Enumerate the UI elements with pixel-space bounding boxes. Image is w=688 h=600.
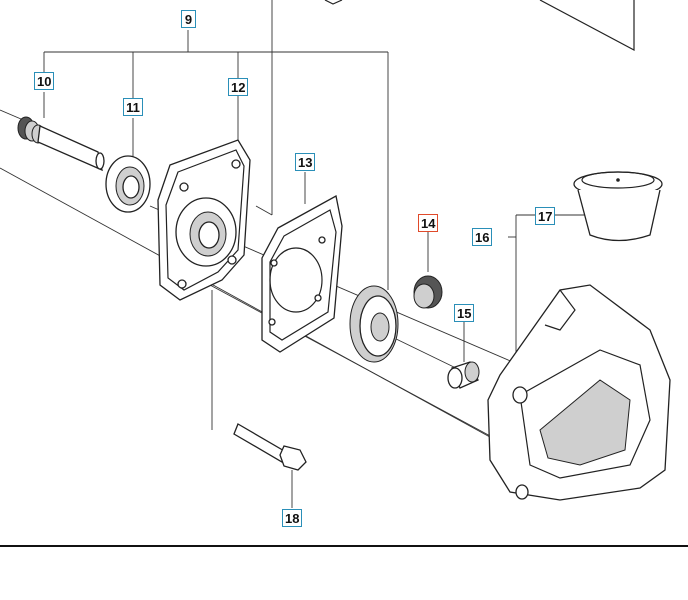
callout-12[interactable]: 12 <box>228 78 248 96</box>
bevel-gear-part-9 <box>349 285 399 363</box>
needle-bearing-part-15 <box>447 361 480 389</box>
callout-11[interactable]: 11 <box>123 98 143 116</box>
callout-18[interactable]: 18 <box>282 509 302 527</box>
callout-16[interactable]: 16 <box>472 228 492 246</box>
leader-lines <box>0 0 585 508</box>
housing-plate-part-12 <box>157 139 251 301</box>
grease-cup-part-17 <box>573 171 663 242</box>
callout-13[interactable]: 13 <box>295 153 315 171</box>
gasket-part-13 <box>261 195 343 353</box>
callout-9[interactable]: 9 <box>181 10 196 28</box>
callout-14[interactable]: 14 <box>418 214 438 232</box>
shaft-part-10 <box>17 116 105 172</box>
bolt-part-18 <box>233 423 307 471</box>
callout-15[interactable]: 15 <box>454 304 474 322</box>
callout-10[interactable]: 10 <box>34 72 54 90</box>
bearing-part-11 <box>105 155 151 213</box>
top-partial-outline <box>324 0 635 51</box>
gear-housing-part-16 <box>487 284 671 501</box>
callout-17[interactable]: 17 <box>535 207 555 225</box>
pinion-gear-part-14 <box>413 275 443 309</box>
